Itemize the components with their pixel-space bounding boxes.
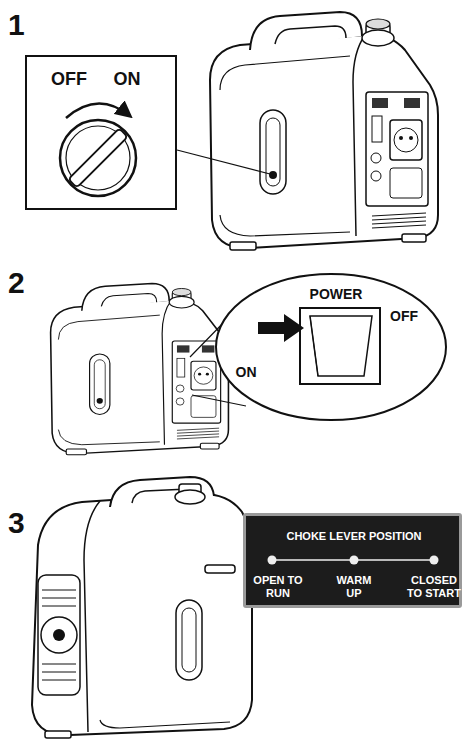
leader-line [177, 150, 270, 174]
position-label: CLOSED TO START [404, 574, 464, 599]
position-label: ON [114, 69, 141, 90]
position-label: OPEN TO RUN [250, 574, 306, 599]
fuel-knob [60, 120, 136, 196]
inset-box: OFF ON [25, 55, 177, 210]
panel-heading: CHOKE LEVER POSITION [286, 530, 421, 543]
generator-drawing [51, 283, 229, 454]
panel-heading: POWER [310, 286, 363, 302]
generator-drawing [32, 477, 252, 738]
position-label: OFF [390, 308, 418, 324]
step-number: 3 [8, 508, 25, 538]
knob-grip [68, 128, 127, 187]
generator-drawing [210, 12, 438, 250]
position-label: OFF [51, 69, 87, 90]
position-label: ON [236, 364, 257, 380]
step-number: 1 [8, 10, 25, 40]
choke-label-plate: CHOKE LEVER POSITION OPEN TO RUN WARM UP CL… [243, 513, 462, 608]
step-number: 2 [8, 268, 25, 298]
switch-callout: POWER ON OFF [214, 272, 448, 422]
inset-ground [25, 55, 177, 210]
turn-arrow [66, 103, 130, 118]
position-label: WARM UP [329, 574, 379, 599]
